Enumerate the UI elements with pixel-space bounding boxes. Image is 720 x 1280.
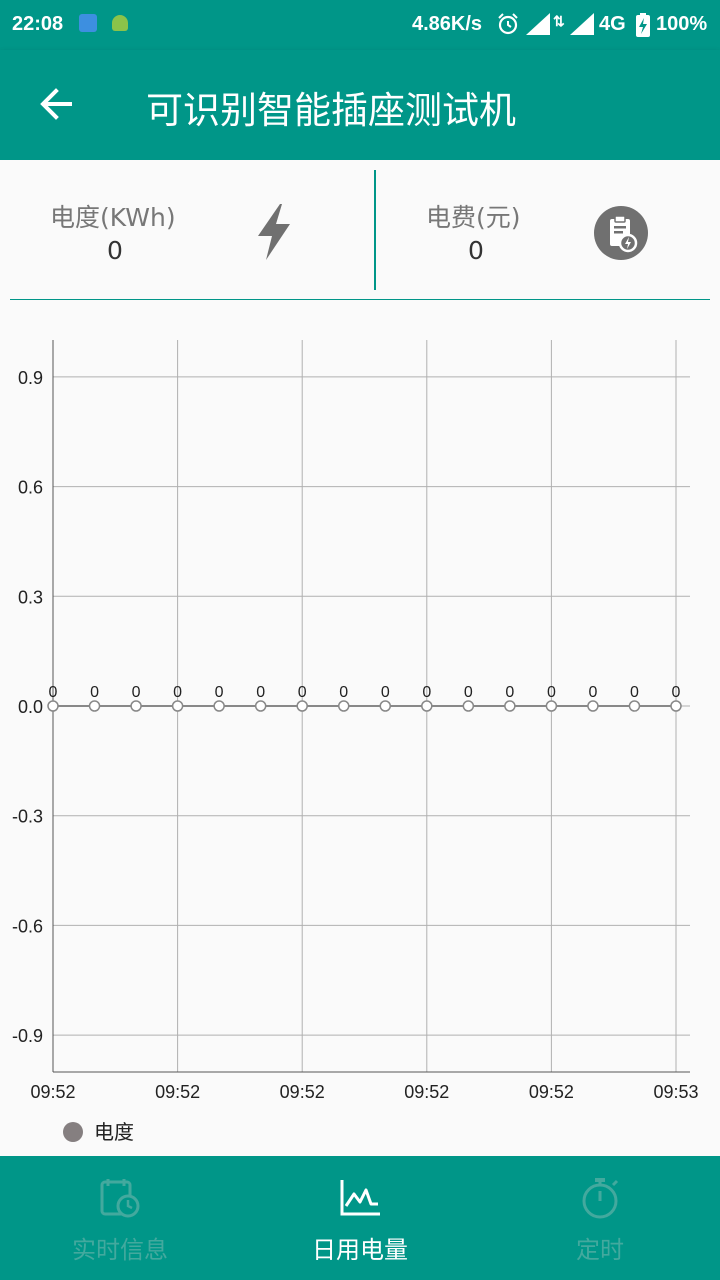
- battery-charging-icon: [636, 13, 650, 37]
- energy-label: 电度(KWh): [50, 203, 176, 232]
- stopwatch-icon: [582, 1178, 619, 1219]
- data-point: [213, 700, 225, 712]
- y-tick-label: 0.9: [18, 368, 43, 388]
- legend-marker: [63, 1122, 83, 1142]
- clipboard-power-icon: [594, 206, 648, 260]
- x-tick-label: 09:52: [155, 1082, 200, 1102]
- data-label: 0: [588, 684, 597, 701]
- android-icon: [112, 15, 128, 31]
- data-point: [296, 700, 308, 712]
- data-label: 0: [173, 684, 182, 701]
- data-label: 0: [339, 684, 348, 701]
- legend-label: 电度: [94, 1120, 134, 1144]
- calendar-clock-icon: [100, 1179, 140, 1218]
- data-label: 0: [298, 684, 307, 701]
- data-label: 0: [381, 684, 390, 701]
- data-label: 0: [256, 684, 265, 701]
- alarm-icon: [498, 13, 518, 35]
- x-tick-label: 09:52: [404, 1082, 449, 1102]
- y-tick-label: 0.3: [18, 587, 43, 607]
- data-point: [379, 700, 392, 712]
- x-tick-label: 09:52: [30, 1082, 75, 1102]
- signal-icon-2: [570, 13, 594, 35]
- data-label: 0: [90, 684, 99, 701]
- network-type: 4G: [599, 13, 626, 35]
- nav-tab-daily-usage[interactable]: 日用电量: [240, 1156, 480, 1280]
- battery-percent: 100%: [656, 13, 708, 35]
- cost-value: 0: [468, 236, 484, 265]
- nav-label-daily-usage: 日用电量: [312, 1236, 408, 1264]
- data-label: 0: [547, 684, 556, 701]
- summary-bottom-line: [10, 299, 710, 300]
- data-point: [337, 700, 350, 712]
- nav-tab-realtime[interactable]: 实时信息: [0, 1156, 240, 1280]
- net-speed: 4.86K/s: [412, 13, 483, 35]
- nav-tab-timer[interactable]: 定时: [480, 1156, 720, 1280]
- data-label: 0: [132, 684, 141, 701]
- bottom-nav: 实时信息 日用电量 定时: [0, 1156, 720, 1280]
- y-tick-label: -0.6: [12, 916, 43, 936]
- data-point: [47, 700, 59, 712]
- data-point: [171, 700, 184, 712]
- x-tick-label: 09:53: [653, 1082, 698, 1102]
- data-label: 0: [215, 684, 224, 701]
- data-point: [88, 700, 101, 712]
- status-time: 22:08: [12, 13, 64, 35]
- y-tick-label: 0.6: [18, 478, 43, 498]
- data-label: 0: [422, 684, 431, 701]
- nav-label-realtime: 实时信息: [72, 1236, 168, 1264]
- y-tick-label: 0.0: [18, 697, 43, 717]
- data-point: [587, 700, 599, 712]
- summary-panel: 电度(KWh) 0 电费(元) 0: [0, 160, 720, 301]
- data-label: 0: [630, 684, 639, 701]
- data-point: [628, 700, 641, 712]
- page-title: 可识别智能插座测试机: [146, 89, 516, 132]
- data-point: [130, 700, 142, 712]
- data-label: 0: [505, 684, 514, 701]
- x-tick-label: 09:52: [529, 1082, 574, 1102]
- data-point: [421, 700, 433, 712]
- data-point: [670, 700, 682, 712]
- line-chart-icon: [340, 1180, 380, 1216]
- lightning-bolt-icon: [258, 204, 290, 260]
- data-point: [462, 700, 475, 712]
- data-point: [254, 700, 267, 712]
- status-bar: 22:08 4.86K/s ⇅ 4G 100%: [0, 0, 720, 50]
- arrow-left-icon[interactable]: [36, 84, 76, 124]
- usb-icon: [79, 14, 97, 32]
- data-point: [504, 700, 516, 712]
- data-point: [545, 700, 558, 712]
- data-label: 0: [672, 684, 681, 701]
- energy-value: 0: [107, 236, 123, 265]
- data-label: 0: [49, 684, 58, 701]
- signal-icon: [526, 13, 550, 35]
- x-tick-label: 09:52: [280, 1082, 325, 1102]
- y-tick-label: -0.9: [12, 1026, 43, 1046]
- y-tick-label: -0.3: [12, 807, 43, 827]
- app-bar: 可识别智能插座测试机: [0, 50, 720, 160]
- daily-energy-chart: 0.9 0.6 0.3 0.0 -0.3 -0.6 -0.9 09:52 09:52 09:52 0…: [0, 320, 720, 1155]
- nav-label-timer: 定时: [576, 1236, 624, 1264]
- summary-divider: [374, 170, 376, 290]
- data-label: 0: [464, 684, 473, 701]
- cost-label: 电费(元): [426, 203, 521, 232]
- data-arrows-icon: ⇅: [553, 13, 565, 29]
- chart-svg: 0.9 0.6 0.3 0.0 -0.3 -0.6 -0.9 09:52 09:52 09:52 0…: [12, 340, 699, 1144]
